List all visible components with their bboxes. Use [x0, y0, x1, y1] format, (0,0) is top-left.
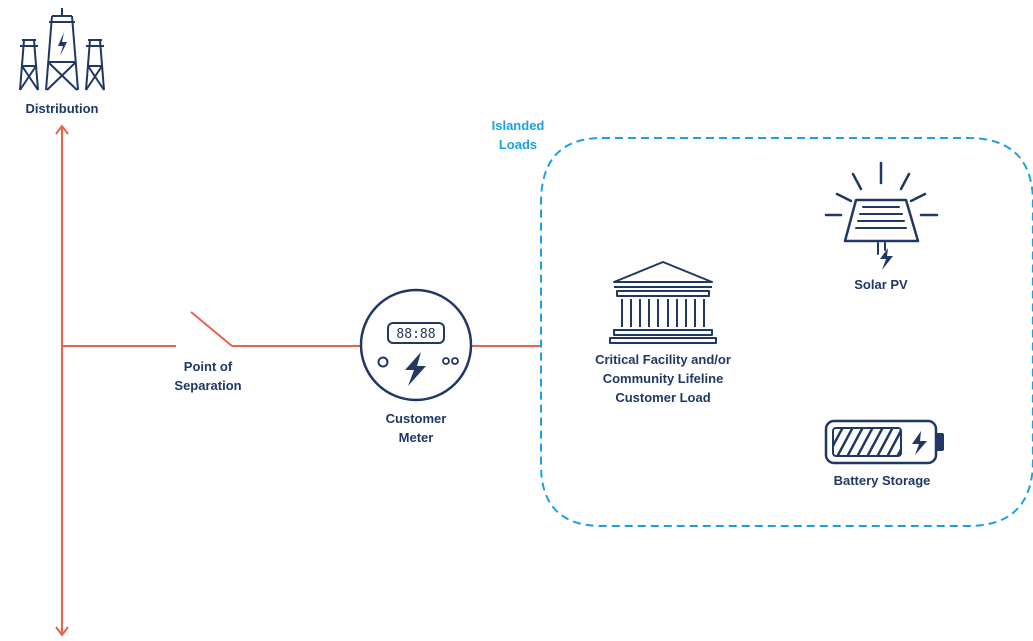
feeder-bottom-arrow	[55, 626, 69, 637]
solar-lightning-icon	[880, 248, 893, 270]
building-columns-icon	[609, 261, 717, 344]
critical-facility-label: Critical Facility and/or Community Lifel…	[595, 352, 731, 405]
battery-icon	[824, 419, 944, 465]
islanded-loads-label: Islanded Loads	[491, 118, 545, 152]
power-lines	[55, 124, 541, 637]
meter-display: 88:88	[396, 327, 435, 342]
transmission-towers-icon	[19, 8, 105, 91]
lightning-icon	[405, 352, 426, 386]
feeder-top-arrow	[55, 124, 69, 135]
battery-storage-label: Battery Storage	[833, 473, 931, 488]
meter-icon: 88:88	[359, 288, 473, 402]
solar-pv-label: Solar PV	[854, 277, 908, 292]
battery-lightning-icon	[912, 431, 927, 455]
solar-panel-icon	[824, 161, 939, 270]
point-of-separation-label: Point of Separation	[174, 359, 242, 393]
distribution-label: Distribution	[25, 101, 99, 116]
islanded-loads-boundary	[540, 137, 1033, 527]
switch-blade	[190, 311, 233, 347]
customer-meter-label: Customer Meter	[385, 411, 447, 445]
